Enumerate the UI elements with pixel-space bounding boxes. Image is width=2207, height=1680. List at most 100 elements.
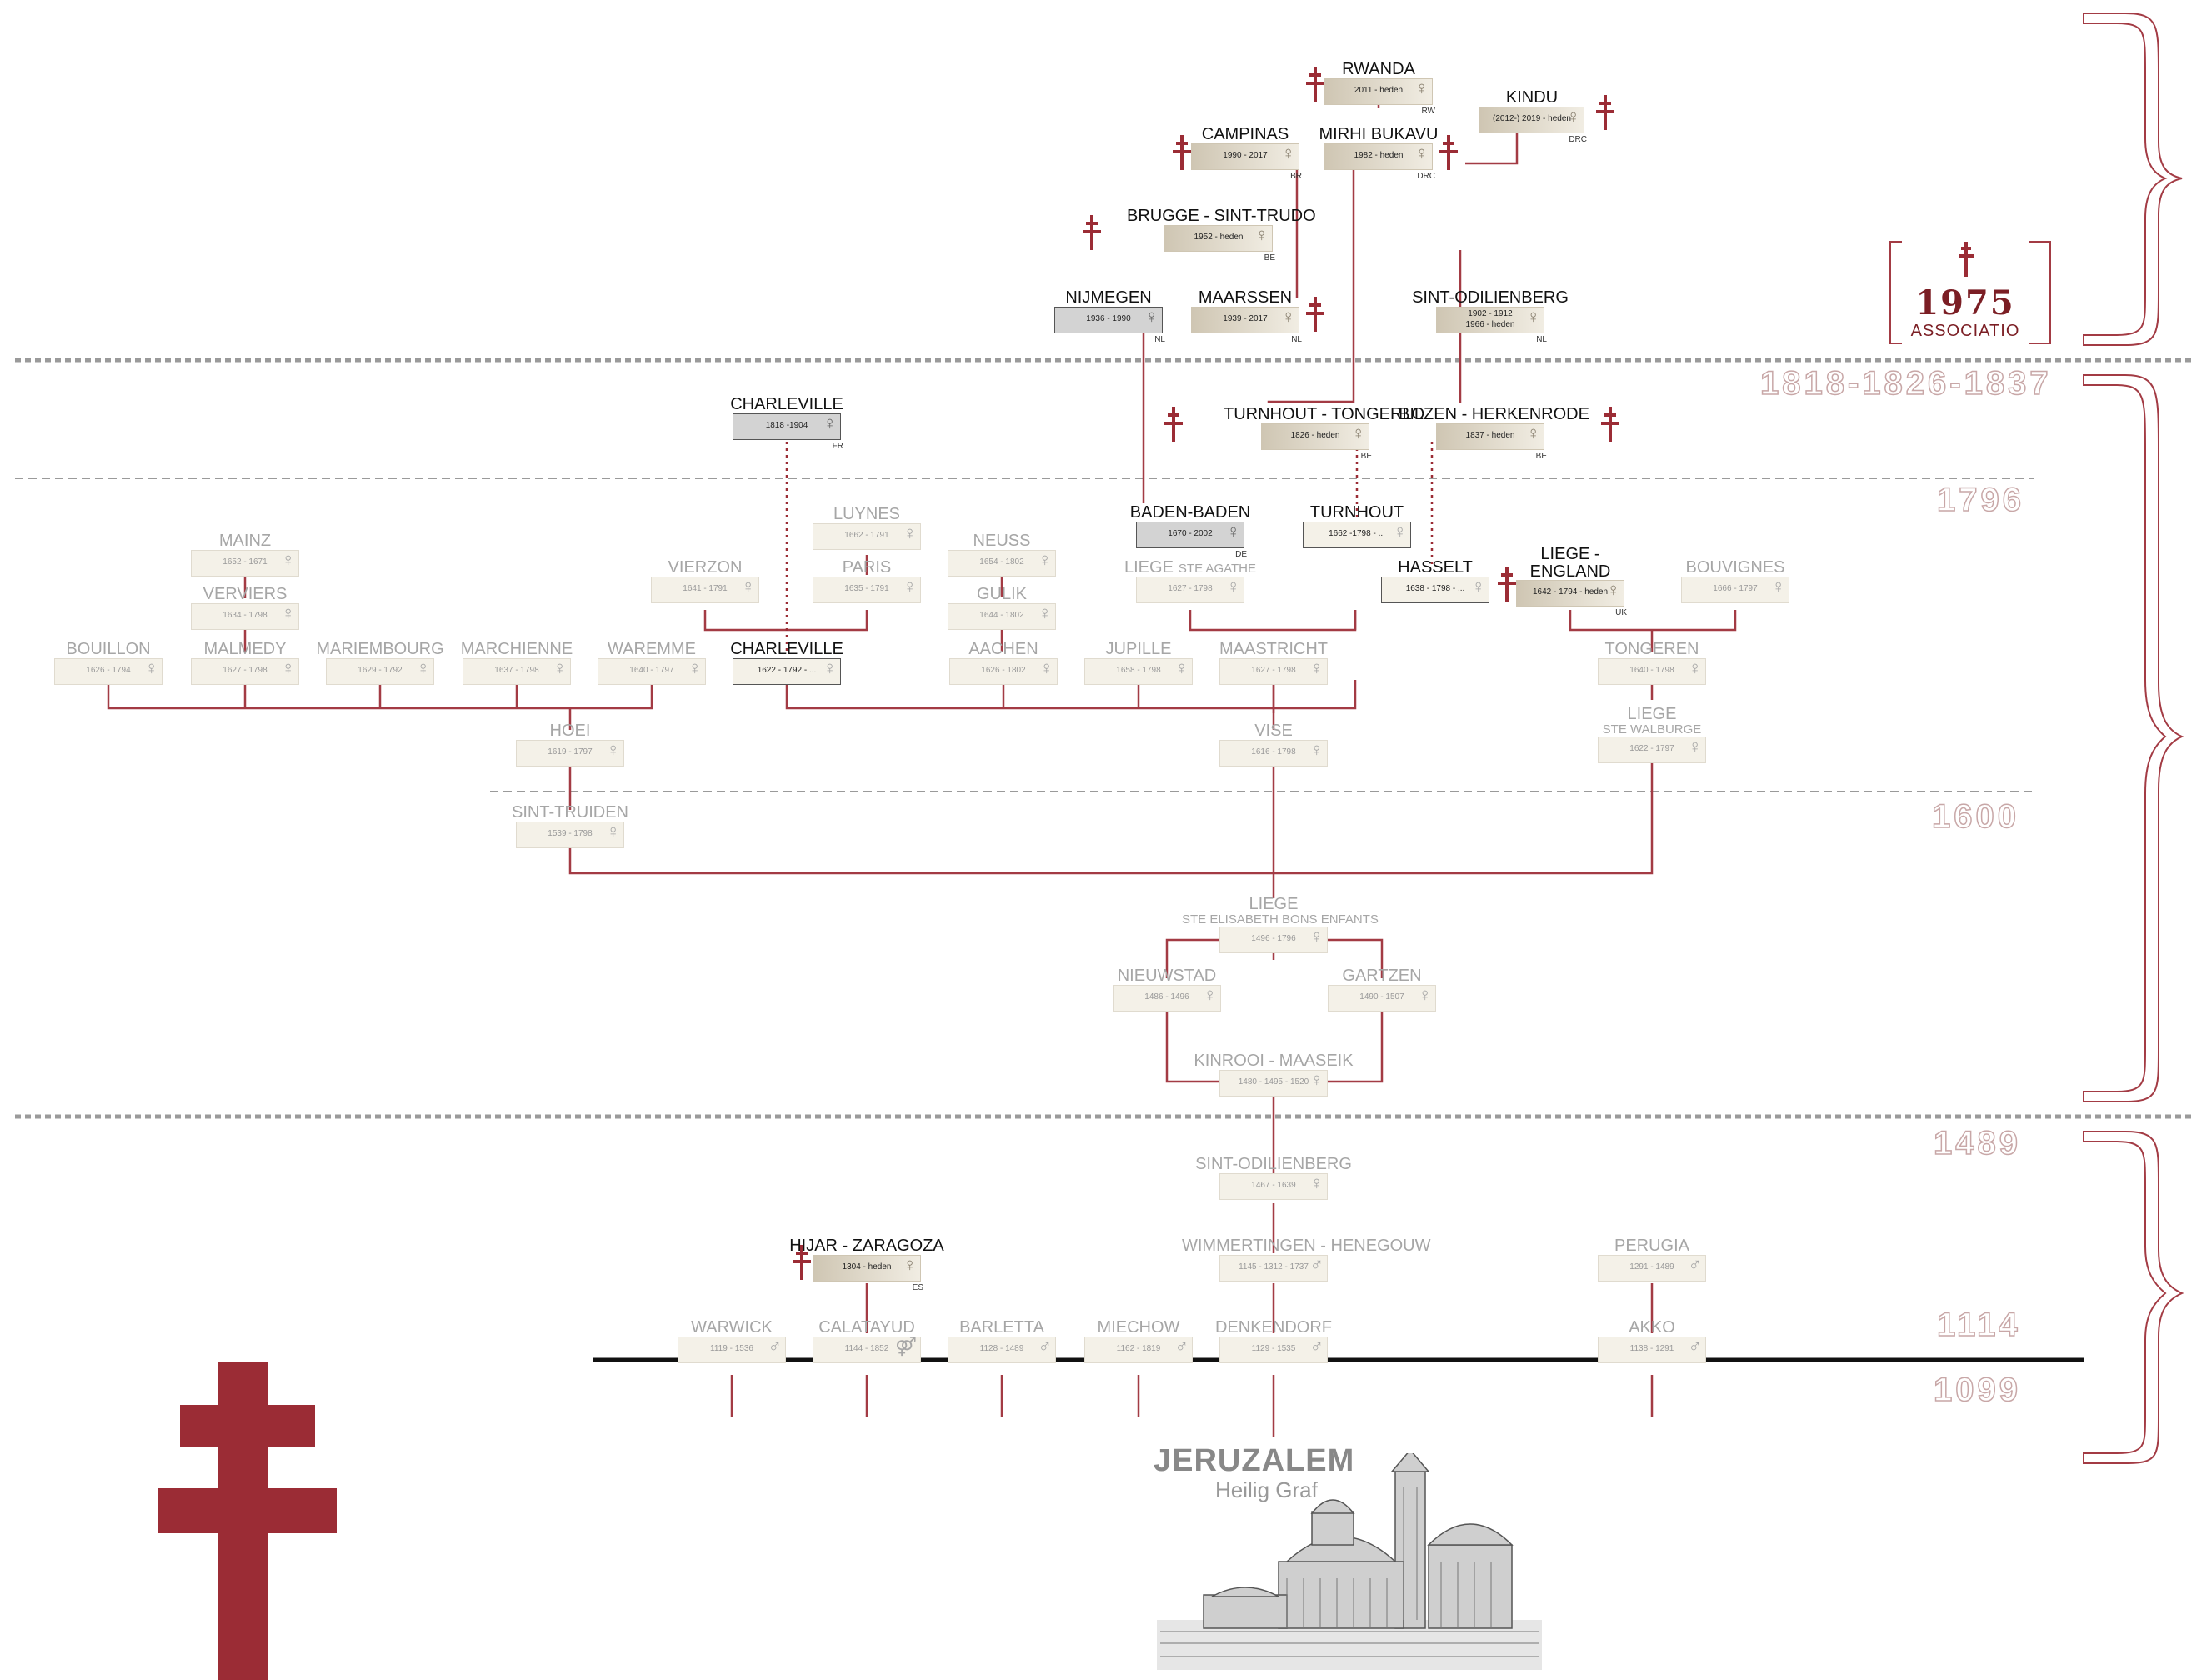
house-name: LIEGE xyxy=(1124,558,1174,577)
female-icon: ♀ xyxy=(823,658,838,678)
lorraine-cross-icon xyxy=(1306,67,1324,102)
house-dates: 1616 - 1798 xyxy=(1251,748,1296,757)
house-date-box: 1626 - 1802♀ xyxy=(949,658,1058,685)
house-dates: (2012-) 2019 - heden xyxy=(1493,114,1571,123)
house-dates: 1138 - 1291 xyxy=(1629,1344,1674,1353)
era-label-1114: 1114 xyxy=(1936,1306,2021,1344)
female-icon: ♀ xyxy=(1414,142,1429,163)
house-dates: 1629 - 1792 xyxy=(358,666,403,675)
female-icon: ♀ xyxy=(553,658,568,678)
house-gulik: GULIK 1644 - 1802 ♀ xyxy=(910,585,1093,630)
house-dates: 1145 - 1312 - 1737 xyxy=(1239,1262,1309,1272)
house-date-box: 1486 - 1496♀ xyxy=(1113,984,1221,1012)
house-subname: STE ELISABETH BONS ENFANTS xyxy=(1182,912,1379,927)
house-name: MAASTRICHT xyxy=(1219,640,1328,658)
house-name: MAINZ xyxy=(218,532,272,550)
female-icon: ♀ xyxy=(1039,658,1054,678)
house-dates: 1952 - heden xyxy=(1194,232,1244,242)
house-name: GULIK xyxy=(976,585,1028,603)
house-name: LIEGE xyxy=(1627,705,1677,723)
female-icon: ♀ xyxy=(1309,658,1324,678)
house-dates: 1902 - 1912 xyxy=(1468,309,1513,318)
house-name: MIRHI BUKAVU xyxy=(1319,125,1439,143)
house-name: BRUGGE - SINT-TRUDO xyxy=(1127,207,1316,225)
female-icon: ♀ xyxy=(1309,1172,1324,1193)
house-name: WAREMME xyxy=(608,640,696,658)
house-dates: 1539 - 1798 xyxy=(548,829,593,838)
house-name: TURNHOUT - TONGERLO xyxy=(1224,405,1425,423)
female-icon: ♀ xyxy=(1606,579,1621,600)
house-date-box: 1162 - 1819♂ xyxy=(1084,1336,1193,1363)
male-female-icon: ⚤ xyxy=(895,1336,917,1357)
house-date-box: 1635 - 1791♀ xyxy=(813,576,921,603)
male-icon: ♂ xyxy=(1688,1254,1703,1275)
lorraine-cross-icon xyxy=(1164,407,1183,442)
house-date-box: 1138 - 1291♂ xyxy=(1598,1336,1706,1363)
house-dates: 1658 - 1798 xyxy=(1116,666,1161,675)
house-dates: 1818 -1904 xyxy=(765,421,808,430)
house-date-box: 1144 - 1852⚤ xyxy=(813,1336,921,1363)
house-date-box: 1662 - 1791♀ xyxy=(813,522,921,550)
house-date-box: 1670 - 2002♀DE xyxy=(1136,521,1247,559)
country-code: BE xyxy=(1264,253,1275,262)
house-date-box: (2012-) 2019 - heden♀DRC xyxy=(1479,106,1587,144)
house-name: JUPILLE xyxy=(1105,640,1172,658)
house-dates-secondary: 1966 - heden xyxy=(1465,320,1515,329)
house-name: CHARLEVILLE xyxy=(730,640,843,658)
house-date-box: 2011 - heden♀RW xyxy=(1324,78,1435,116)
house-subname: STE AGATHE xyxy=(1178,562,1256,576)
female-icon: ♀ xyxy=(823,412,838,433)
house-name: TONGEREN xyxy=(1604,640,1699,658)
country-code: DRC xyxy=(1569,135,1587,144)
house-bouillon: BOUILLON 1626 - 1794 ♀ xyxy=(17,640,200,685)
house-name: BOUILLON xyxy=(66,640,151,658)
house-name: KINROOI - MAASEIK xyxy=(1194,1052,1354,1070)
house-name: SINT-ODILIENBERG xyxy=(1195,1155,1352,1173)
house-dates: 1644 - 1802 xyxy=(979,611,1024,620)
house-name: LIEGE - xyxy=(1540,545,1600,563)
house-dates: 1640 - 1798 xyxy=(1629,666,1674,675)
house-dates: 1119 - 1536 xyxy=(710,1344,753,1353)
house-date-box: 1640 - 1797♀ xyxy=(598,658,706,685)
era-label-1489: 1489 xyxy=(1933,1124,2021,1162)
house-date-box: 1640 - 1798♀ xyxy=(1598,658,1706,685)
house-date-box: 1826 - heden♀BE xyxy=(1261,422,1372,461)
female-icon: ♀ xyxy=(1771,576,1786,597)
house-dates: 1662 -1798 - ... xyxy=(1329,529,1385,538)
female-icon: ♀ xyxy=(1226,521,1241,542)
house-dates: 1627 - 1798 xyxy=(223,666,268,675)
large-lorraine-cross-icon xyxy=(158,1362,337,1680)
house-date-box: 1291 - 1489♂ xyxy=(1598,1254,1706,1282)
house-date-box: 1129 - 1535♂ xyxy=(1219,1336,1328,1363)
country-code: BE xyxy=(1535,452,1547,461)
house-dates: 1626 - 1794 xyxy=(86,666,131,675)
female-icon: ♀ xyxy=(144,658,159,678)
house-name: SINT-ODILIENBERG xyxy=(1412,288,1569,307)
house-date-box: 1622 - 1797♀ xyxy=(1598,736,1706,763)
house-date-box: 1658 - 1798♀ xyxy=(1084,658,1193,685)
house-dates: 1622 - 1792 - ... xyxy=(757,666,817,675)
house-date-box: 1990 - 2017♀BR xyxy=(1191,142,1302,181)
house-date-box: 1629 - 1792♀ xyxy=(326,658,434,685)
country-code: DRC xyxy=(1417,172,1435,181)
country-code: BE xyxy=(1360,452,1372,461)
house-dates: 1982 - heden xyxy=(1354,151,1404,160)
house-dates: 1486 - 1496 xyxy=(1144,992,1189,1002)
house-dates: 1635 - 1791 xyxy=(844,584,889,593)
house-kindu: KINDU(2012-) 2019 - heden♀DRC xyxy=(1440,88,1624,144)
female-icon: ♀ xyxy=(1038,602,1053,623)
house-date-box: 1304 - heden♀ES xyxy=(813,1254,923,1292)
female-icon: ♀ xyxy=(1309,1069,1324,1090)
house-date-box: 1626 - 1794 ♀ xyxy=(54,658,163,685)
